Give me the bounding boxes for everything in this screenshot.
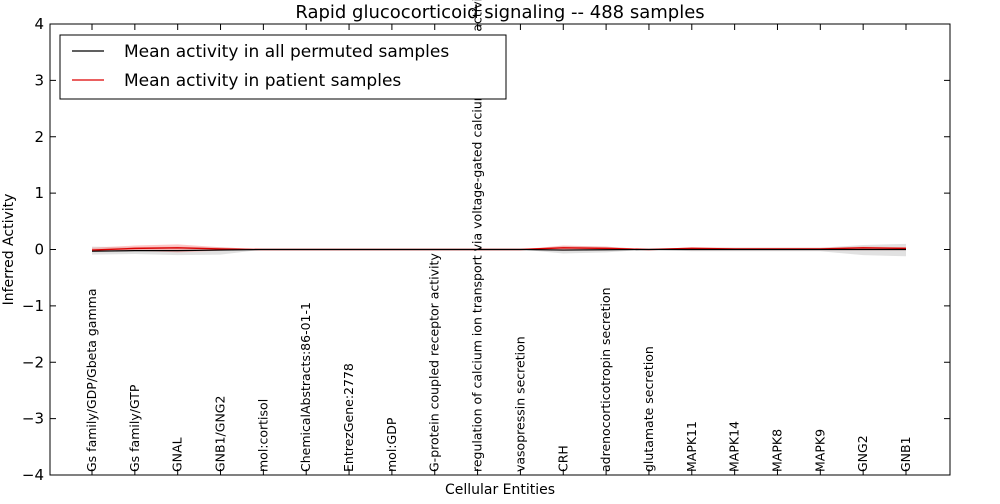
y-tick-label: −2	[22, 353, 44, 371]
category-label: regulation of calcium ion transport via …	[470, 0, 485, 472]
category-label: ChemicalAbstracts:86-01-1	[298, 302, 313, 472]
y-tick-label: 4	[34, 15, 44, 33]
y-axis-label: Inferred Activity	[1, 194, 17, 306]
category-label: G-protein coupled receptor activity	[427, 253, 442, 472]
category-label: adrenocorticotropin secretion	[598, 287, 613, 472]
category-label: glutamate secretion	[641, 346, 656, 472]
legend: Mean activity in all permuted samples Me…	[59, 34, 507, 100]
category-label: MAPK14	[727, 421, 742, 472]
category-label: Gs family/GTP	[127, 384, 142, 472]
category-label: vasopressin secretion	[512, 336, 527, 472]
category-label: mol:GDP	[384, 417, 399, 472]
category-label: EntrezGene:2778	[341, 363, 356, 472]
category-label: MAPK9	[812, 429, 827, 472]
x-axis-label: Cellular Entities	[445, 482, 555, 498]
category-label: mol:cortisol	[255, 399, 270, 472]
y-tick-label: −3	[22, 410, 44, 428]
category-label: MAPK8	[769, 429, 784, 472]
y-tick-label: 0	[34, 241, 44, 259]
chart-title: Rapid glucocorticoid signaling -- 488 sa…	[295, 2, 704, 23]
category-label: GNB1	[898, 436, 913, 472]
category-label: MAPK11	[684, 421, 699, 472]
legend-box	[59, 34, 507, 100]
y-tick-label: 2	[34, 128, 44, 146]
category-label: CRH	[555, 445, 570, 472]
y-tick-label: −4	[22, 466, 44, 484]
series-line-permuted	[91, 248, 906, 252]
y-tick-label: −1	[22, 297, 44, 315]
category-label: Gs family/GDP/Gbeta gamma	[84, 289, 99, 472]
y-tick-label: 3	[34, 71, 44, 89]
category-label: GNAL	[170, 437, 185, 472]
category-label: GNG2	[855, 435, 870, 472]
category-labels: Gs family/GDP/Gbeta gamma Gs family/GTP GN…	[84, 0, 913, 472]
legend-label-permuted: Mean activity in all permuted samples	[124, 42, 449, 62]
category-label: GNB1/GNG2	[213, 396, 228, 472]
legend-label-patient: Mean activity in patient samples	[124, 71, 401, 91]
y-tick-label: 1	[34, 184, 44, 202]
y-axis-ticks: 4 3 2 1 0 −1 −2 −3 −4	[22, 15, 950, 484]
series-lines	[91, 247, 907, 252]
